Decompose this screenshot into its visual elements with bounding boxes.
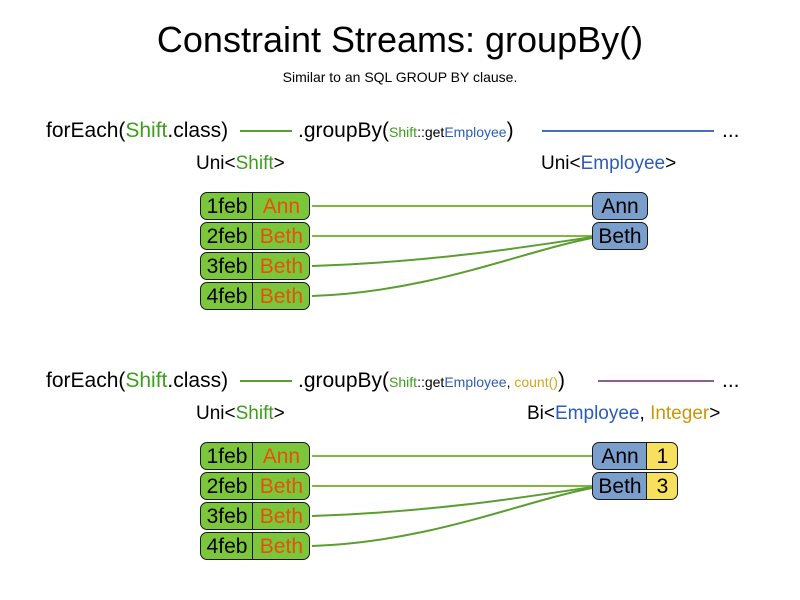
shift-employee-name: Ann [252,192,311,220]
type-label-uni-employee: Uni<Employee> [541,152,676,176]
shift-employee-name: Beth [252,472,311,500]
type-close: > [273,153,285,174]
type-generic: Uni< [196,403,236,424]
rule-bi-shift-stream [240,380,292,382]
shift-fact-row[interactable]: 2feb Beth [200,472,311,500]
shift-fact-row[interactable]: 1feb Ann [200,192,311,220]
employee-tuple-row[interactable]: Beth [592,222,648,250]
shift-fact-row[interactable]: 3feb Beth [200,252,311,280]
type-generic: Uni< [196,153,236,174]
code-line-bi-groupby: .groupBy(Shift::getEmployee, count()) [298,368,565,395]
groupby-arg-comma: , [506,374,515,390]
employee-count: 1 [646,442,679,470]
type-generic: Uni< [541,153,581,174]
type-param-employee: Employee [580,153,666,174]
foreach-type-shift: Shift [125,369,168,392]
shift-fact-row[interactable]: 4feb Beth [200,532,311,560]
type-param-shift: Shift [235,153,274,174]
type-close: > [665,153,677,174]
groupby-arg-sep: ::get [417,374,445,390]
shift-fact-row[interactable]: 4feb Beth [200,282,311,310]
groupby-arg-sep: ::get [417,124,445,140]
page-subtitle: Similar to an SQL GROUP BY clause. [282,69,518,85]
code-line-bi-foreach: forEach(Shift.class) [46,368,228,394]
shift-employee-name: Beth [252,222,311,250]
employee-count-tuple-row[interactable]: Beth 3 [592,472,679,500]
type-label-uni-shift: Uni<Shift> [196,152,285,176]
groupby-arg-collector: count() [514,374,558,390]
shift-fact-row[interactable]: 1feb Ann [200,442,311,470]
rule-bi-stream [598,380,714,382]
link-3feb-beth-bi [311,486,593,517]
shift-date: 1feb [200,442,254,470]
foreach-prefix: forEach( [46,369,126,392]
shift-date: 4feb [200,532,254,560]
groupby-arg-prop: Employee [444,124,507,140]
shift-date: 3feb [200,252,254,280]
shift-date: 4feb [200,282,254,310]
page-title: Constraint Streams: groupBy() [156,19,644,60]
foreach-type-shift: Shift [125,119,168,142]
type-close: > [709,403,721,424]
type-label-bi-employee-integer: Bi<Employee, Integer> [527,402,720,426]
code-line-uni-groupby: .groupBy(Shift::getEmployee) [298,118,514,145]
type-param-integer: Integer [650,403,710,424]
link-4feb-beth-bi [311,487,593,547]
employee-name: Beth [592,222,648,250]
groupby-arg-type: Shift [389,124,418,140]
link-4feb-beth [311,237,593,297]
employee-count: 3 [646,472,679,500]
shift-employee-name: Beth [252,282,311,310]
code-line-uni-foreach: forEach(Shift.class) [46,118,228,144]
employee-count-tuple-row[interactable]: Ann 1 [592,442,679,470]
foreach-suffix: .class) [167,119,229,142]
employee-name: Ann [592,442,648,470]
ellipsis-uni: ... [722,119,740,142]
shift-date: 1feb [200,192,254,220]
rule-uni-employee-stream [542,130,714,132]
type-generic: Bi< [527,403,555,424]
type-close: > [273,403,285,424]
groupby-suffix: ) [557,369,565,392]
employee-name: Beth [592,472,648,500]
type-param-shift: Shift [235,403,274,424]
employee-name: Ann [592,192,648,220]
groupby-prefix: .groupBy( [298,119,390,142]
foreach-prefix: forEach( [46,119,126,142]
links-row-bi [311,455,593,547]
type-param-employee: Employee [555,403,640,424]
rule-uni-shift-stream [240,130,292,132]
type-param-comma: , [639,403,651,424]
foreach-suffix: .class) [167,369,229,392]
type-label-bi-shift: Uni<Shift> [196,402,285,426]
shift-employee-name: Beth [252,502,311,530]
link-3feb-beth [311,236,593,267]
groupby-suffix: ) [506,119,514,142]
shift-fact-row[interactable]: 3feb Beth [200,502,311,530]
employee-tuple-row[interactable]: Ann [592,192,648,220]
groupby-prefix: .groupBy( [298,369,390,392]
shift-employee-name: Beth [252,252,311,280]
groupby-arg-prop: Employee [444,374,507,390]
ellipsis-bi: ... [722,369,740,392]
shift-employee-name: Ann [252,442,311,470]
shift-employee-name: Beth [252,532,311,560]
shift-date: 2feb [200,472,254,500]
links-row-uni [311,205,593,297]
shift-date: 2feb [200,222,254,250]
shift-fact-row[interactable]: 2feb Beth [200,222,311,250]
shift-date: 3feb [200,502,254,530]
groupby-arg-type: Shift [389,374,418,390]
